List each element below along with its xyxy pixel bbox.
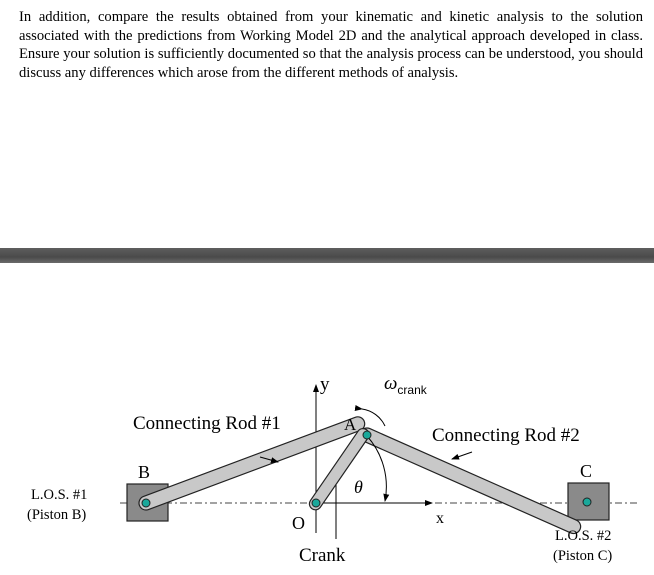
omega-label: ωcrank <box>384 373 428 397</box>
y-axis-label: y <box>320 374 330 395</box>
pin-b-icon <box>141 498 151 508</box>
omega-symbol: ω <box>384 373 397 394</box>
omega-arc <box>354 405 386 427</box>
point-b-label: B <box>138 462 150 482</box>
section-divider <box>0 248 654 263</box>
pin-c-icon <box>582 497 592 507</box>
rod2-arrow <box>451 451 473 460</box>
los2-label-line2: (Piston C) <box>553 548 612 564</box>
omega-subscript: crank <box>397 383 427 397</box>
crank-link <box>308 427 370 511</box>
x-axis-label: x <box>436 510 444 527</box>
rod1-label: Connecting Rod #1 <box>133 413 281 434</box>
pin-o-icon <box>311 498 321 508</box>
point-a-label: A <box>344 415 357 434</box>
origin-label: O <box>292 513 305 533</box>
point-c-label: C <box>580 461 592 481</box>
instructions-paragraph: In addition, compare the results obtaine… <box>19 9 643 81</box>
mechanism-diagram: y x ωcrank Connecting Rod #1 Connecting … <box>27 373 640 566</box>
los1-label-line2: (Piston B) <box>27 507 86 523</box>
connecting-rod-1 <box>138 416 366 511</box>
pin-a-icon <box>362 430 372 440</box>
theta-label: θ <box>354 477 363 497</box>
los1-label-line1: L.O.S. #1 <box>31 487 87 503</box>
theta-arc <box>366 435 390 502</box>
rod2-label: Connecting Rod #2 <box>432 425 580 446</box>
los2-label-line1: L.O.S. #2 <box>555 528 611 544</box>
crank-label: Crank <box>299 545 346 566</box>
rod1-arrow <box>259 456 279 464</box>
